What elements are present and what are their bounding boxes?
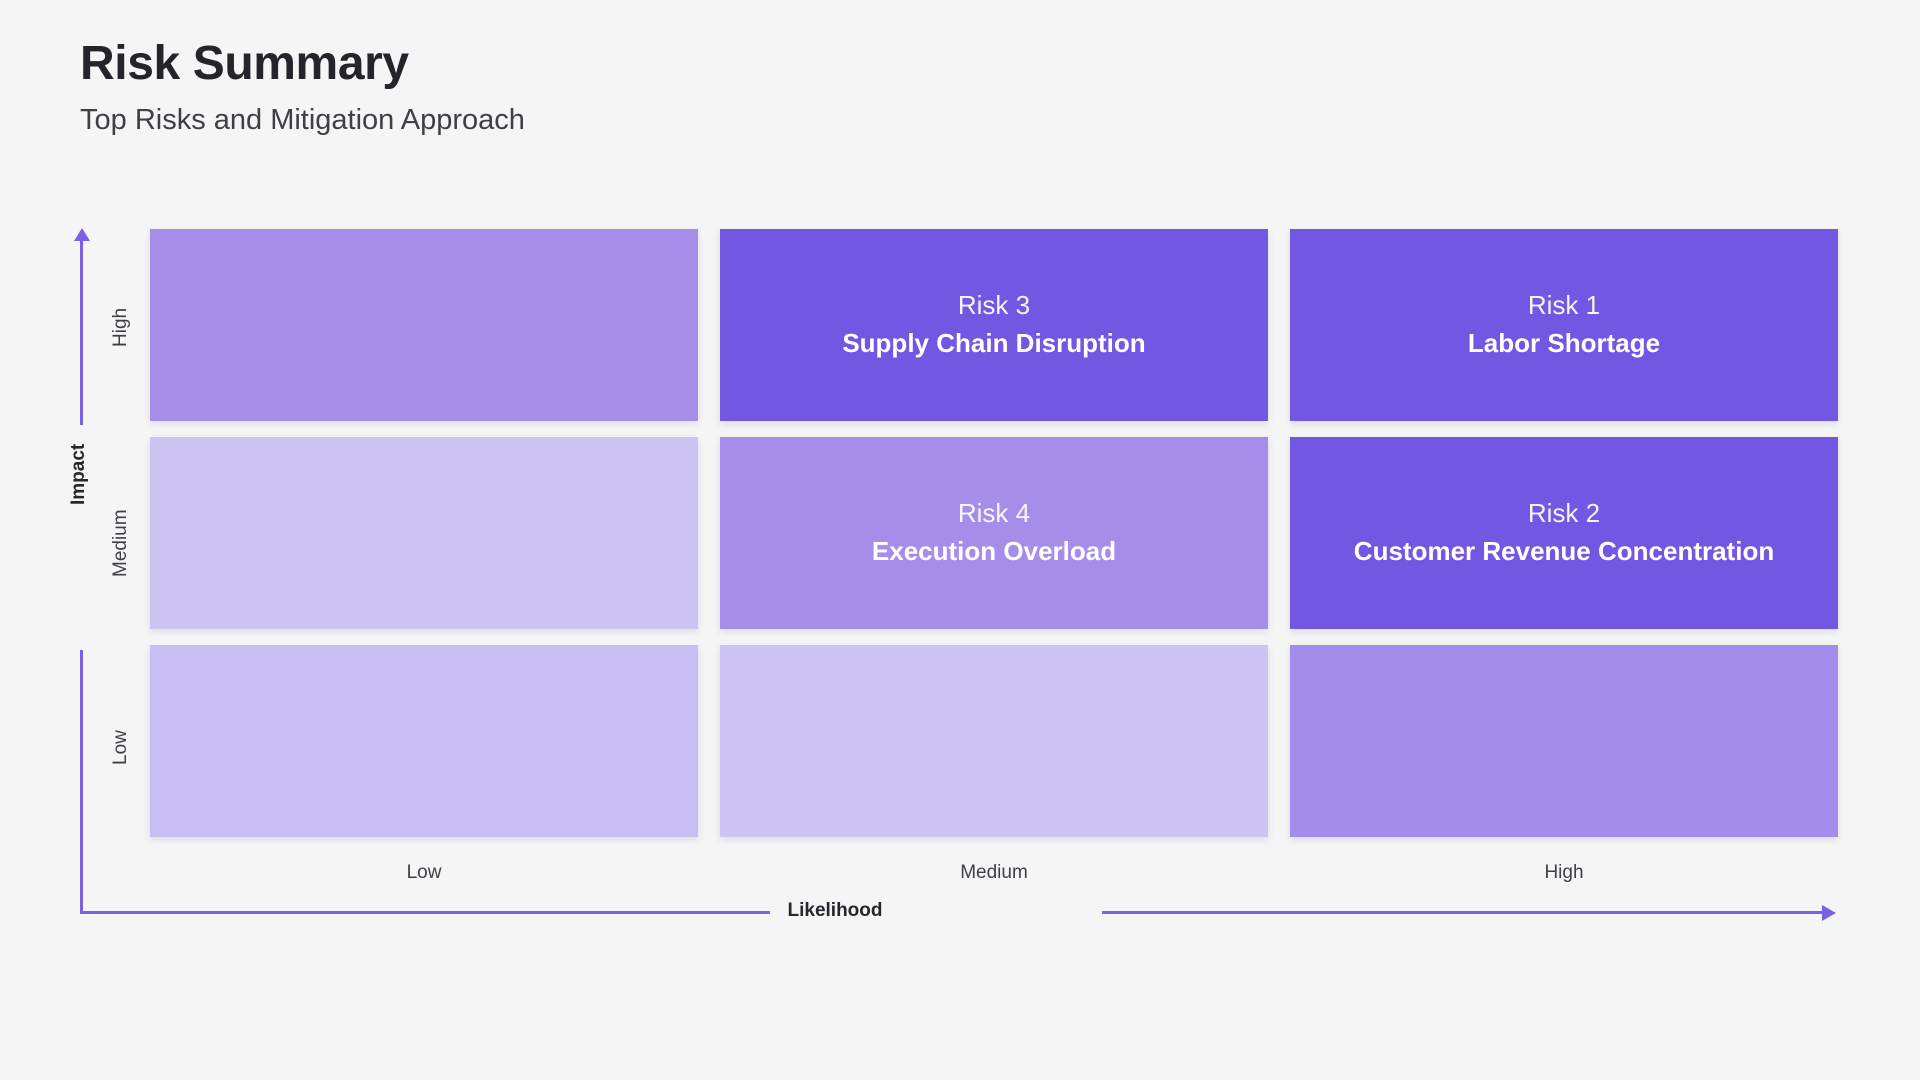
x-tick-label-low: Low <box>406 862 442 883</box>
y-axis-line-lower <box>80 650 83 914</box>
page-subtitle: Top Risks and Mitigation Approach <box>80 103 525 136</box>
matrix-grid: Risk 3 Supply Chain Disruption Risk 1 La… <box>150 229 1838 837</box>
matrix-cell[interactable]: Risk 1 Labor Shortage <box>1290 229 1838 421</box>
y-axis-title: Impact <box>68 443 89 505</box>
matrix-cell[interactable] <box>150 437 698 629</box>
x-tick-label-medium: Medium <box>960 862 1028 883</box>
matrix-cell[interactable] <box>150 645 698 837</box>
x-axis-line-left <box>80 911 886 914</box>
matrix-cell[interactable] <box>720 645 1268 837</box>
y-tick-label-medium: Medium <box>110 509 131 577</box>
matrix-cell[interactable]: Risk 4 Execution Overload <box>720 437 1268 629</box>
y-tick-label-high: High <box>110 307 131 347</box>
matrix-cell[interactable] <box>1290 645 1838 837</box>
cell-risk-name: Execution Overload <box>871 536 1117 567</box>
cell-risk-name: Supply Chain Disruption <box>842 328 1146 359</box>
y-axis-line-upper <box>80 238 83 425</box>
matrix-cell[interactable]: Risk 2 Customer Revenue Concentration <box>1290 437 1838 629</box>
cell-risk-id: Risk 4 <box>957 497 1031 528</box>
cell-risk-id: Risk 2 <box>1527 497 1601 528</box>
y-tick-label-low: Low <box>110 730 131 765</box>
x-tick-label-high: High <box>1544 862 1584 883</box>
header: Risk Summary Top Risks and Mitigation Ap… <box>80 38 525 138</box>
x-axis-title-text: Likelihood <box>769 900 901 922</box>
x-axis-arrow-icon <box>1822 905 1836 921</box>
cell-risk-id: Risk 1 <box>1527 289 1601 320</box>
matrix-cell[interactable] <box>150 229 698 421</box>
x-axis-title: Likelihood <box>0 900 1920 922</box>
cell-risk-name: Customer Revenue Concentration <box>1353 536 1775 567</box>
page-title: Risk Summary <box>80 37 409 90</box>
cell-risk-id: Risk 3 <box>957 289 1031 320</box>
y-axis-arrow-icon <box>74 228 90 241</box>
matrix-cell[interactable]: Risk 3 Supply Chain Disruption <box>720 229 1268 421</box>
cell-risk-name: Labor Shortage <box>1467 328 1661 359</box>
x-axis-line-right <box>1102 911 1824 914</box>
